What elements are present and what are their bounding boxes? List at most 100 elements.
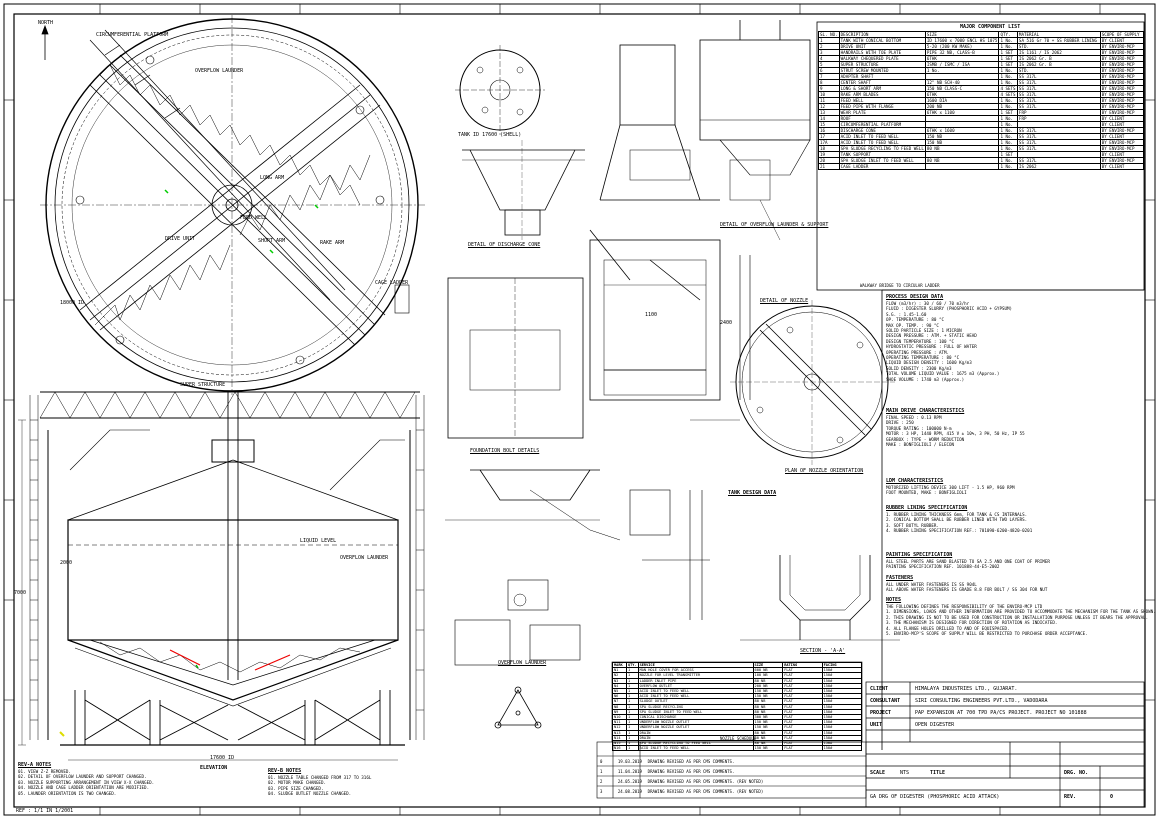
table-cell: 1 No. [998,163,1018,170]
conical-bottom [67,639,399,701]
drive-line: DRIVE : 250 [886,420,914,426]
section-a-label: SECTION - 'A-A' [800,648,846,654]
process-data-line: DESIGN TEMPERATURE : 100 °C [886,338,955,344]
fastener-line: ALL ABOVE WATER FASTENERS IS GRADE 8.8 F… [886,587,1048,593]
detail-sludge-label: DETAIL OF DISCHARGE CONE [468,242,541,248]
table-cell: SA 516 Gr 70 + SS RUBBER LINING [1016,37,1101,44]
short-arm-label: SHORT ARM [258,238,286,244]
detail-nozzle-center [447,239,751,439]
process-data-line: FLOW (m3/hr) : 30 / 60 / 70 m3/hr [886,301,970,306]
table-cell: SPA SLUDGE INLET TO FEED WELL [637,708,754,716]
process-data-line: TOTAL VOLUME LIQUID VALUE : 1675 m3 (App… [886,371,1000,377]
process-data-line: SHOE VOLUME : 1740 m3 (Approx.) [886,376,965,382]
accent-marks [59,189,319,737]
sump-detail [740,555,900,641]
dim-elev-id: 17600 ID [210,755,235,761]
zone-ticks [4,4,1155,815]
fasteners-title: FASTENERS [886,575,914,581]
north-arrow [41,24,49,60]
project-value: PAP EXPANSION AT 700 TPD PA/CS PROJECT. … [915,710,1087,716]
process-data-line: S.G. : 1.45-1.60 [886,311,927,317]
table-cell: 150# [821,745,863,752]
process-data-line: OP. TEMPERATURE : 80 °C [886,317,944,323]
scale-value: NTS [900,770,910,776]
dim-1100: 1100 [645,312,658,318]
process-data-line: LIQUID DESIGN DENSITY : 1600 Kg/m3 [886,360,972,366]
lifting-line: MOTORIZED LIFTING DEVICE 300 LIFT - 1.5 … [886,485,1015,490]
plan-nozzle-label: PLAN OF NOZZLE ORIENTATION [785,468,864,474]
process-data-line: SOLID DENSITY : 2300 Kg/m3 [886,365,952,371]
table-cell: BY CLIENT [1099,163,1145,170]
rev-b-note-line: 03. PIPE SIZE CHANGED. [268,785,324,791]
process-data-title: PROCESS DESIGN DATA [886,294,944,300]
roof-plan [455,45,545,135]
north-label: NORTH [38,20,54,26]
revision-cell: DRAWING REVISED AS PER CMS COMMENTS. (RE… [647,779,764,784]
revision-cell: 3 [600,789,603,794]
drive-line: FINAL SPEED : 0.13 RPM [886,415,942,420]
rev-b-notes-title: REV-B NOTES [268,768,302,774]
rev-notes-lines: 01. VIEW Z-Z REMOVED.02. DETAIL OF OVERF… [18,769,154,796]
lining-line: 2. CONICAL BOTTOM SHALL BE RUBBER LINED … [886,517,1028,523]
drive-line: MAKE : BONFIGLIOLI / ELECON [886,442,955,448]
component-list-table: SL. NO. DESCRIPTION SIZE QTY. MATERIAL S… [818,31,1145,170]
title-block-frame [865,681,1145,808]
plan-title-label: CIRCUMFERENTIAL PLATFORM [96,32,169,38]
title-label: TITLE [930,770,946,776]
tank-design-title: TANK DESIGN DATA [728,490,777,496]
table-cell: ID 17600 x 7000 ENCL HS 1075 [924,37,1000,44]
notes-lines: THE FOLLOWING DEFINES THE RESPONSIBILITY… [886,604,1156,636]
painting-line: ALL STEEL PARTS ARE SAND BLASTED TO SA 2… [886,559,1050,564]
plan-view [40,15,425,395]
dim-2400: 2400 [720,320,733,326]
lifting-data-title: LDM CHARACTERISTICS [886,478,944,484]
elevation-view [18,391,425,761]
elevation-title: ELEVATION [200,765,228,771]
table-cell: FLAT [782,745,823,752]
table-cell: SPA SLUDGE RECYCLING TO FEED WELL [838,145,926,152]
foundation-label: FOUNDATION BOLT DETAILS [470,448,540,454]
drive-line: GEARBOX : TYPE - WORM REDUCTION [886,436,965,442]
table-cell: IS 2062 [1016,163,1101,170]
consultant-label: CONSULTANT [870,698,901,704]
col-header: QTY. [625,661,639,669]
table-cell: SPA SLUDGE INLET TO FEED WELL [838,157,926,164]
col-header: SCOPE OF SUPPLY [1099,31,1145,38]
table-cell: N16 [612,745,627,752]
truss-zigzag-1 [99,64,361,206]
lining-line: 1. RUBBER LINING THICKNESS 6mm, FOR TANK… [886,512,1028,517]
revision-cell: DRAWING REVISED AS PER CMS COMMENTS. (RE… [647,789,764,794]
unit-value: OPEN DIGESTER [915,722,955,728]
rev-note-line: 03. NOZZLE SUPPORTING ARRANGEMENT IN VIE… [18,779,155,785]
revision-block-frame [596,741,867,799]
super-structure-label: SUPER STRUCTURE [180,382,226,388]
client-value: HIMALAYA INDUSTRIES LTD., GUJARAT. [915,686,1018,692]
fastener-line: ALL UNDER WATER FASTENERS IS SS 904L [886,582,977,587]
support-columns [60,690,405,746]
revision-cell: DRAWING REVISED AS PER CMS COMMENTS. [647,769,735,774]
consultant-value: SIRI CONSULTING ENGINEERS PVT.LTD., VADO… [915,698,1048,704]
table-cell: ACID INLET TO FEED WELL [637,745,754,752]
overflow-launder-detail-label: OVERFLOW LAUNDER [498,660,547,666]
drg-no-label: DRG. NO. [1064,770,1089,776]
painting-line: PAINTING SPECIFICATION REF. 101888-44-E5… [886,564,1000,570]
notes-title: NOTES [886,597,902,603]
table-cell: 4 SETS [998,85,1018,92]
rev-label: REV. [1064,794,1077,800]
truss-zigzag-3 [239,154,371,236]
